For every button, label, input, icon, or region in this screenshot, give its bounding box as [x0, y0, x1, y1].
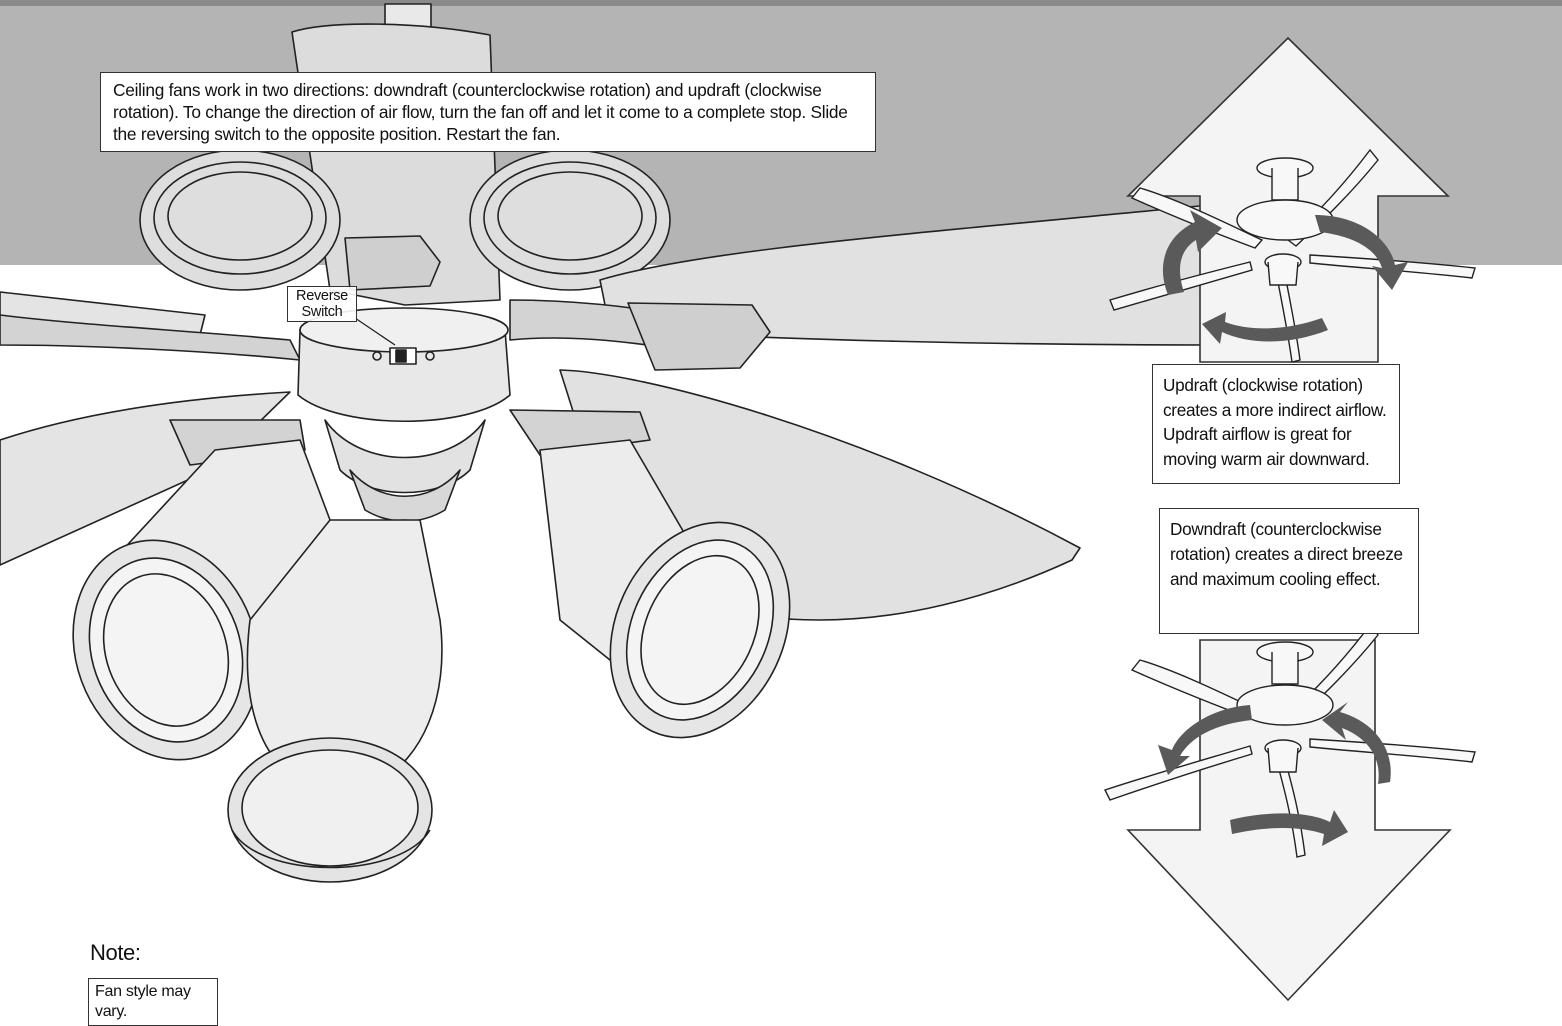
note-title: Note: [90, 940, 141, 965]
rotation-arrow-icon [1158, 702, 1391, 846]
updraft-callout: Updraft (clockwise rotation) creates a m… [1152, 364, 1400, 484]
downdraft-fan-icon [1104, 623, 1476, 858]
downdraft-callout: Downdraft (counterclockwise rotation) cr… [1159, 508, 1419, 634]
reverse-switch-label: Reverse Switch [287, 286, 357, 323]
intro-callout: Ceiling fans work in two directions: dow… [100, 72, 876, 153]
switch-leader-line [354, 317, 396, 346]
ceiling-fan-illustration [0, 3, 1211, 883]
updraft-fan-icon [1109, 148, 1476, 363]
note-box: Fan style may vary. [88, 978, 218, 1026]
rotation-arrow-icon [1162, 210, 1408, 344]
top-strip [0, 0, 1562, 6]
